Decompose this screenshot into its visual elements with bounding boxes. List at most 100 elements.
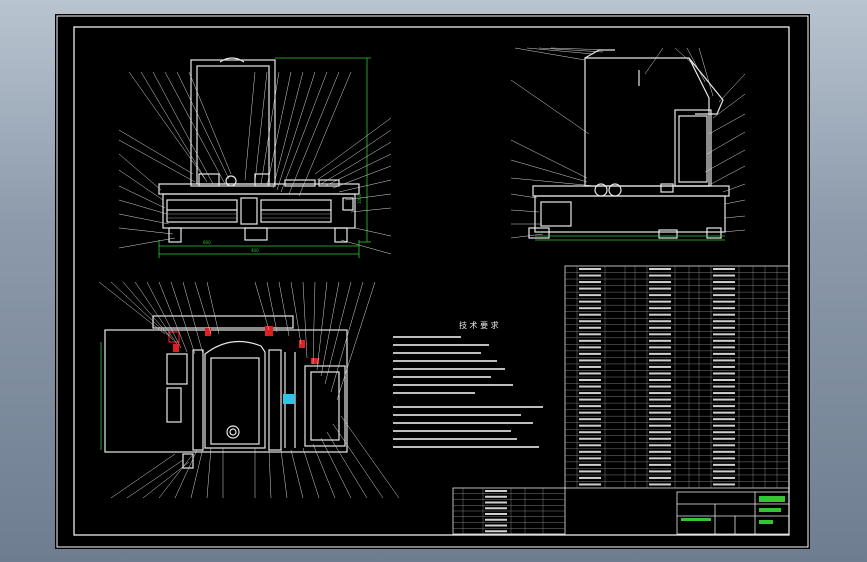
parts-table-cell <box>649 287 671 290</box>
parts-table-cell <box>579 365 601 368</box>
tech-requirement-line <box>393 352 481 354</box>
parts-table-cell <box>713 274 735 277</box>
tech-requirement-line <box>393 414 521 416</box>
tech-requirements-text <box>393 336 543 448</box>
parts-table-cell <box>579 411 601 414</box>
parts-table-cell <box>713 457 735 460</box>
parts-table-cell <box>579 326 601 329</box>
top-view-highlights <box>168 326 319 404</box>
parts-table-cell <box>579 333 601 336</box>
parts-table-cell <box>579 398 601 401</box>
parts-table-cell <box>579 457 601 460</box>
parts-table-cell <box>649 307 671 310</box>
parts-table-cell <box>713 365 735 368</box>
front-dim-height-label: 1000 <box>357 193 362 204</box>
front-view-dimensions <box>158 57 371 258</box>
tech-requirement-line <box>393 406 543 408</box>
tech-requirement-line <box>393 344 489 346</box>
tech-requirement-line <box>393 384 513 386</box>
parts-table-cell <box>579 320 601 323</box>
parts-table-cell <box>579 352 601 355</box>
parts-table-cell <box>649 457 671 460</box>
tech-requirement-line <box>393 438 517 440</box>
parts-table-cell <box>579 437 601 440</box>
parts-table-cell <box>579 313 601 316</box>
parts-table-cell <box>579 287 601 290</box>
parts-table-cell <box>579 470 601 473</box>
parts-table-cell <box>713 476 735 479</box>
side-view <box>528 49 730 239</box>
lower-parts-table <box>452 487 566 535</box>
parts-table-cell <box>713 307 735 310</box>
parts-table-cell <box>579 424 601 427</box>
parts-list-table <box>564 265 790 489</box>
parts-table-cell <box>579 450 601 453</box>
parts-table-cell <box>649 392 671 395</box>
parts-table-cell <box>649 405 671 408</box>
parts-table-cell <box>649 379 671 381</box>
parts-table-cell <box>713 333 735 336</box>
title-block <box>676 491 790 535</box>
parts-table-cell <box>713 437 735 440</box>
parts-table-cell <box>649 450 671 453</box>
parts-table-cell <box>649 365 671 368</box>
lower-table-cell <box>485 495 507 498</box>
parts-table-cell <box>649 470 671 473</box>
parts-table-cell <box>649 300 671 303</box>
tech-requirement-line <box>393 368 505 370</box>
lower-table-cell <box>485 490 507 492</box>
parts-table-cell <box>713 431 735 434</box>
parts-table-cell <box>649 372 671 375</box>
parts-table-cell <box>649 437 671 440</box>
parts-table-cell <box>579 379 601 381</box>
parts-table-cell <box>713 418 735 421</box>
parts-table-cell <box>713 385 735 388</box>
parts-table-cell <box>713 483 735 486</box>
parts-table-cell <box>649 281 671 284</box>
parts-table-cell <box>579 339 601 342</box>
lower-table-cell <box>485 507 507 510</box>
parts-table-cell <box>649 398 671 401</box>
tech-requirement-line <box>393 422 533 424</box>
parts-table-cell <box>713 359 735 362</box>
parts-table-cell <box>713 398 735 401</box>
parts-table-cell <box>713 300 735 303</box>
front-dim-depth-label: 400 <box>251 248 259 253</box>
parts-table-cell <box>579 274 601 277</box>
tech-requirement-line <box>393 430 511 432</box>
parts-table-cell <box>713 268 735 270</box>
parts-table-cell <box>649 411 671 414</box>
parts-table-cell <box>713 379 735 381</box>
tech-requirement-line <box>393 376 491 378</box>
parts-table-cell <box>649 320 671 323</box>
parts-table-cell <box>579 463 601 466</box>
parts-table-cell <box>649 274 671 277</box>
parts-table-cell <box>649 483 671 486</box>
drawing-sheet: 600 400 1000 <box>55 14 810 549</box>
parts-table-cell <box>649 431 671 434</box>
parts-table-cell <box>579 431 601 434</box>
parts-table-cell <box>649 385 671 388</box>
parts-table-cell <box>713 320 735 323</box>
top-view-leaders <box>98 281 400 499</box>
parts-table-cell <box>649 352 671 355</box>
parts-table-cell <box>713 411 735 414</box>
assembly-drawing: 600 400 1000 <box>56 15 809 548</box>
parts-table-cell <box>579 372 601 375</box>
lower-table-cell <box>485 513 507 515</box>
parts-table-cell <box>713 392 735 395</box>
parts-table-cell <box>649 359 671 362</box>
parts-table-cell <box>713 450 735 453</box>
parts-table-cell <box>713 281 735 284</box>
front-view-leaders <box>118 71 392 255</box>
parts-table-cell <box>649 339 671 342</box>
parts-table-cell <box>649 444 671 447</box>
front-dim-width-label: 600 <box>203 240 211 245</box>
parts-table-cell <box>649 294 671 297</box>
side-view-leaders <box>510 47 746 239</box>
parts-table-cell <box>713 326 735 329</box>
top-view <box>104 315 348 469</box>
parts-table-cell <box>649 313 671 316</box>
parts-table-cell <box>649 463 671 466</box>
